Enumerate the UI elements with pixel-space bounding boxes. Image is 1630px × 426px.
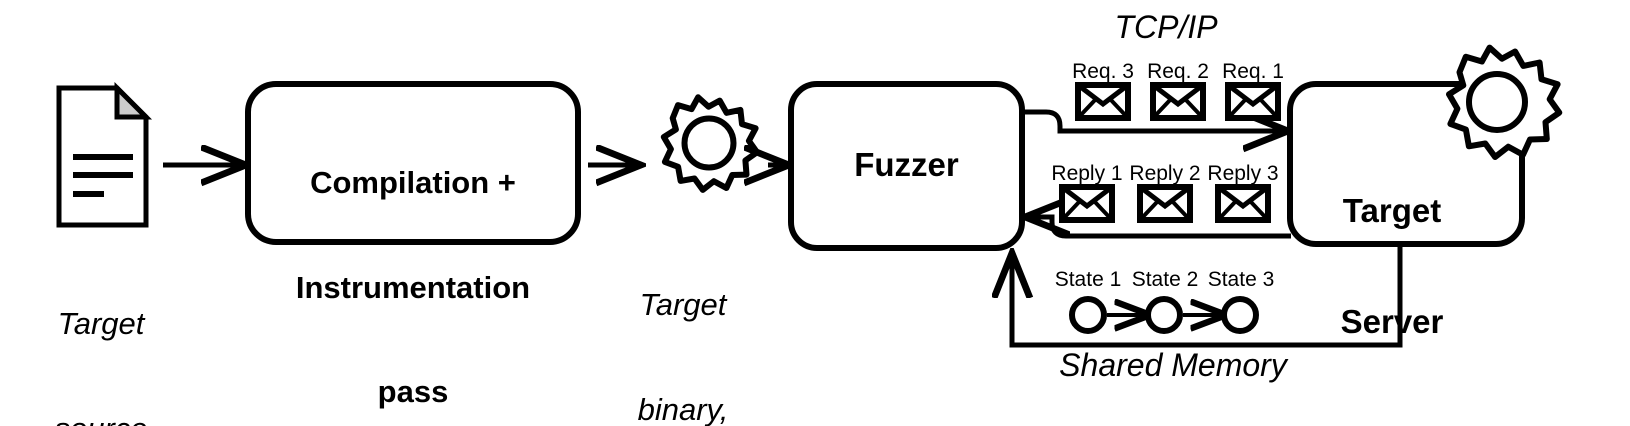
compilation-label-line3: pass — [377, 373, 449, 409]
reply-label-2: Reply 2 — [1129, 162, 1201, 185]
state-circle-icon-2 — [1145, 296, 1183, 334]
request-label-1: Req. 3 — [1072, 60, 1134, 83]
target-server-label-line2: Server — [1340, 302, 1444, 340]
envelope-icon-reply-3 — [1215, 184, 1271, 223]
reply-line — [1028, 217, 1291, 239]
source-doc-label-line2: source — [54, 411, 147, 426]
compilation-box-label: Compilation + Instrumentation pass — [250, 97, 576, 426]
fuzzer-box[interactable] — [788, 81, 1025, 251]
reply-label-1: Reply 1 — [1051, 162, 1123, 185]
tcp-ip-label: TCP/IP — [1114, 9, 1218, 45]
envelope-icon-req-3 — [1075, 82, 1131, 121]
document-icon — [56, 81, 153, 228]
target-server-label: Target Server — [1292, 119, 1492, 415]
source-doc-label-line1: Target — [57, 306, 145, 342]
compilation-label-line1: Compilation + — [310, 165, 516, 201]
target-server-label-line1: Target — [1342, 191, 1442, 229]
state-circle-icon-3 — [1221, 296, 1259, 334]
shared-memory-label: Shared Memory — [1059, 347, 1287, 383]
request-label-3: Req. 1 — [1222, 60, 1284, 83]
state-label-2: State 2 — [1131, 268, 1199, 291]
reply-label-3: Reply 3 — [1207, 162, 1279, 185]
envelope-icon-req-2 — [1150, 82, 1206, 121]
binary-label: Target binary, instrumented — [593, 219, 772, 426]
envelope-icon-reply-1 — [1059, 184, 1115, 223]
state-label-1: State 1 — [1054, 268, 1122, 291]
envelope-icon-reply-2 — [1137, 184, 1193, 223]
request-line — [1022, 109, 1285, 131]
state-label-3: State 3 — [1207, 268, 1275, 291]
state-circle-icon-1 — [1069, 296, 1107, 334]
shared-memory-line — [1012, 244, 1403, 348]
source-doc-label: Target source code — [54, 238, 147, 426]
binary-label-line1: Target — [639, 287, 727, 323]
binary-label-line2: binary, — [637, 391, 729, 426]
fuzzer-label: Fuzzer — [854, 146, 959, 183]
gear-icon-binary — [660, 94, 760, 193]
compilation-label-line2: Instrumentation — [295, 269, 531, 305]
gear-icon-target-server — [1446, 44, 1563, 160]
envelope-icon-req-1 — [1225, 82, 1281, 121]
request-label-2: Req. 2 — [1147, 60, 1209, 83]
compilation-box[interactable] — [245, 81, 581, 245]
